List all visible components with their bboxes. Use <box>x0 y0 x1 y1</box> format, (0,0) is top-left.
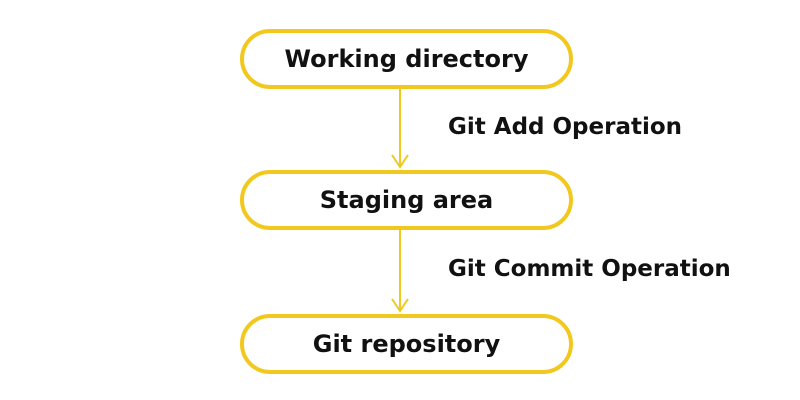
node-label-git-repository: Git repository <box>312 330 501 358</box>
node-staging-area: Staging area <box>240 170 573 230</box>
arrowhead-1 <box>391 154 409 169</box>
edge-label-git-add: Git Add Operation <box>448 114 683 140</box>
arrow-staging-to-repository <box>391 230 409 313</box>
node-label-staging-area: Staging area <box>319 186 494 214</box>
edge-label-git-commit: Git Commit Operation <box>448 256 731 282</box>
arrow-working-to-staging <box>391 89 409 169</box>
node-label-working-directory: Working directory <box>284 45 529 73</box>
node-git-repository: Git repository <box>240 314 573 374</box>
arrowhead-2 <box>391 298 409 313</box>
node-working-directory: Working directory <box>240 29 573 89</box>
